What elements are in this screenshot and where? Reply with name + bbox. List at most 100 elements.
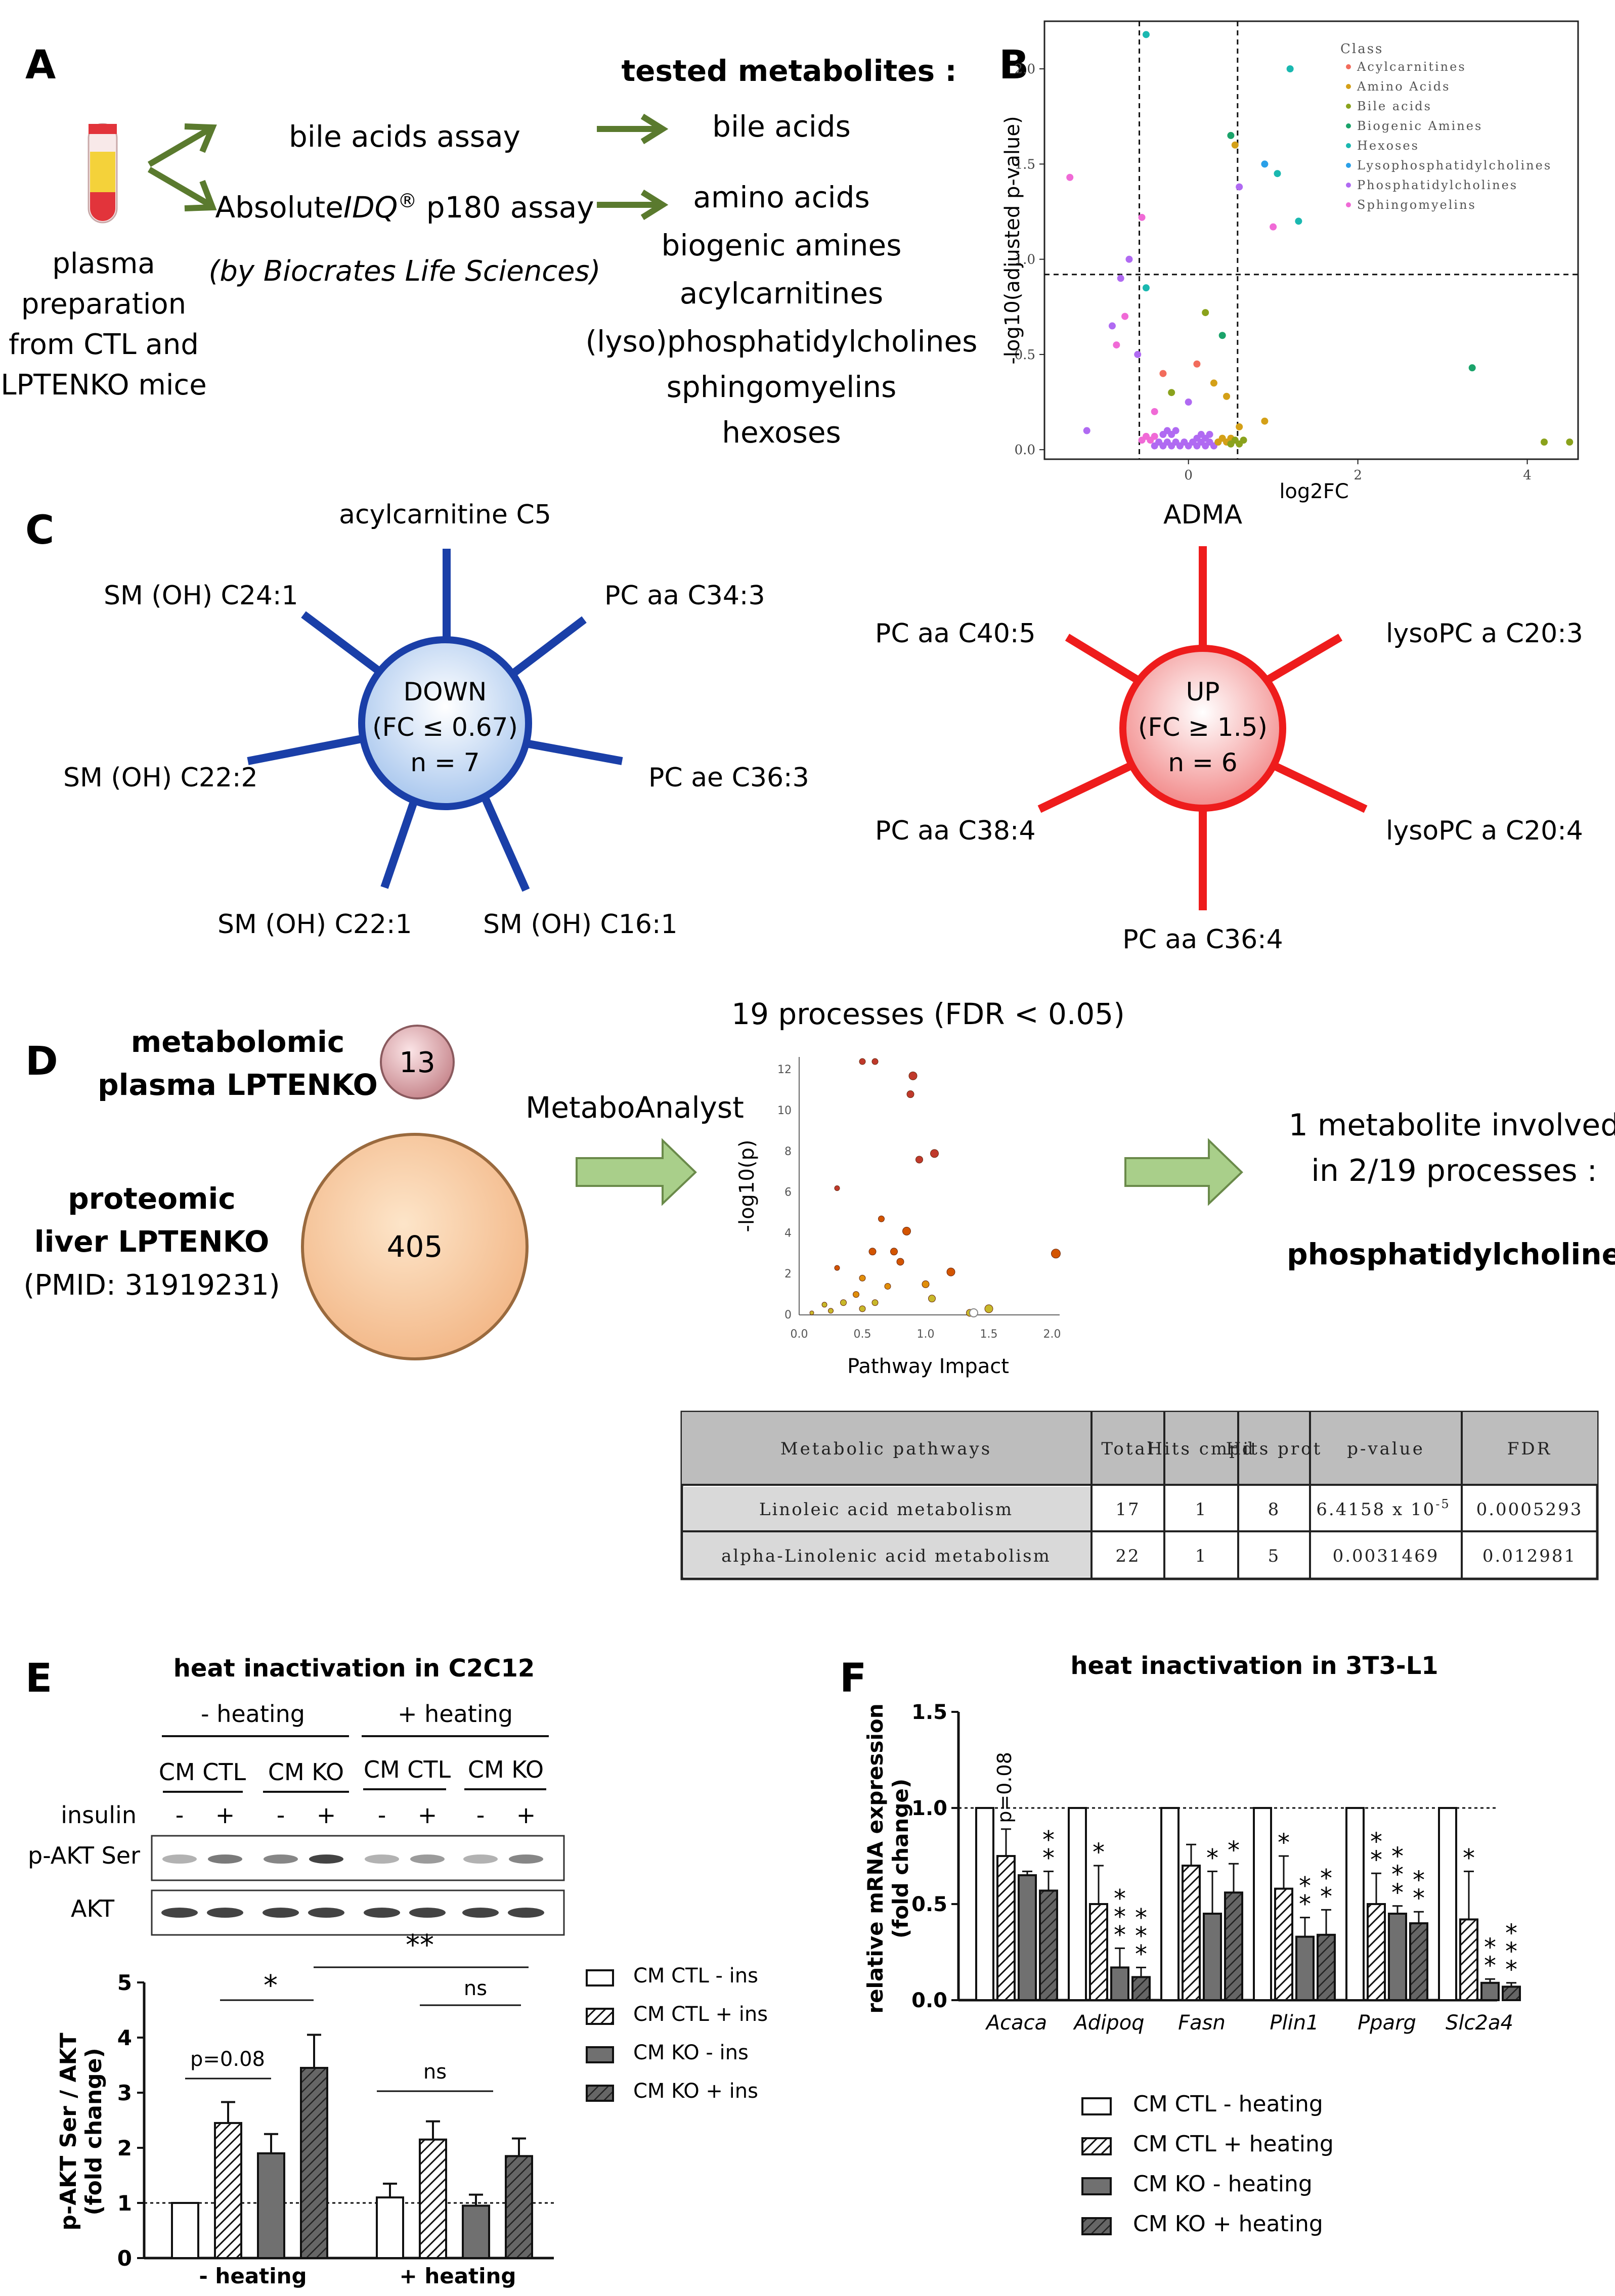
significance-star: * bbox=[1135, 1940, 1147, 1968]
panel-e-title: heat inactivation in C2C12 bbox=[173, 1654, 535, 1683]
volcano-y-label: -log10(adjusted p-value) bbox=[1001, 116, 1024, 364]
up-spokes bbox=[1037, 546, 1368, 910]
up-label: UP bbox=[1186, 677, 1220, 707]
volcano-point bbox=[1541, 438, 1548, 446]
pathway-table: Metabolic pathways Total Hits cmpd Hits … bbox=[680, 1410, 1599, 1580]
akt-bar bbox=[214, 2122, 242, 2260]
pathway-point bbox=[809, 1310, 814, 1315]
insulin-sign: + bbox=[418, 1801, 438, 1829]
volcano-point bbox=[1151, 408, 1158, 415]
akt-bar bbox=[171, 2202, 199, 2259]
significance-star: * bbox=[1413, 1866, 1425, 1894]
insulin-sign: - bbox=[176, 1801, 184, 1829]
sample-line-4: LPTENKO mice bbox=[1, 369, 206, 402]
metabolomic-title-1: metabolomic bbox=[131, 1025, 344, 1059]
panel-a-letter: A bbox=[25, 42, 56, 88]
sample-description: plasma preparation from CTL and LPTENKO … bbox=[1, 247, 206, 402]
y-tick-label: 0.5 bbox=[1015, 347, 1035, 363]
y-tick-label: 10 bbox=[777, 1105, 792, 1117]
legend-label: CM KO - heating bbox=[1133, 2171, 1313, 2197]
table-cell: 17 bbox=[1115, 1499, 1140, 1520]
y-tick-label: 1.0 bbox=[911, 1797, 947, 1820]
annotation-dstar: ** bbox=[406, 1929, 434, 1962]
table-header: FDR bbox=[1507, 1439, 1552, 1459]
significance-star: * bbox=[1391, 1842, 1404, 1871]
pathway-point bbox=[859, 1274, 866, 1282]
metabolite-item: sphingomyelins bbox=[667, 370, 897, 404]
significance-star: * bbox=[1370, 1828, 1382, 1856]
y-tick-label: 0 bbox=[117, 2246, 132, 2271]
panel-c-letter: C bbox=[25, 508, 54, 553]
pathway-point bbox=[853, 1291, 859, 1298]
pathway-point bbox=[871, 1058, 879, 1065]
legend-swatch bbox=[586, 2046, 614, 2063]
significance-star: * bbox=[1278, 1829, 1290, 1857]
y-tick-label: 2 bbox=[117, 2136, 132, 2160]
metabolomic-title-2: plasma LPTENKO bbox=[98, 1068, 378, 1102]
legend-swatch bbox=[1346, 84, 1351, 89]
down-n: n = 7 bbox=[410, 748, 479, 777]
volcano-point bbox=[1286, 65, 1294, 73]
branch-arrows bbox=[147, 113, 669, 220]
significance-star: * bbox=[1320, 1882, 1332, 1911]
volcano-point bbox=[1227, 131, 1235, 139]
table-cell: alpha-Linolenic acid metabolism bbox=[721, 1546, 1051, 1566]
significance-star: * bbox=[1114, 1884, 1126, 1913]
mrna-bar bbox=[996, 1855, 1016, 2001]
test-tube-icon bbox=[88, 123, 118, 224]
x-tick-label: 1.0 bbox=[917, 1328, 935, 1341]
x-tick-label: 0.0 bbox=[791, 1328, 808, 1341]
blot-band-akt bbox=[207, 1908, 243, 1918]
significance-star: * bbox=[1135, 1922, 1147, 1950]
blot-band-pakt bbox=[509, 1855, 543, 1864]
x-tick-label: 1.5 bbox=[980, 1328, 998, 1341]
mrna-bar bbox=[1224, 1891, 1243, 2001]
legend-label: CM KO - ins bbox=[633, 2041, 749, 2064]
mrna-bar bbox=[1131, 1976, 1151, 2001]
pathway-point bbox=[984, 1304, 993, 1313]
up-star: UP (FC ≥ 1.5) n = 6 ADMA lysoPC a C20:3 … bbox=[875, 500, 1583, 955]
significance-star: * bbox=[1391, 1879, 1404, 1907]
insulin-sign: + bbox=[516, 1801, 536, 1829]
metabolite-item: hexoses bbox=[722, 415, 841, 450]
significance-star: * bbox=[1320, 1864, 1332, 1892]
akt-x-group: - heating bbox=[199, 2264, 307, 2288]
blot-band-pakt bbox=[264, 1855, 298, 1864]
blot-cm-label: CM KO bbox=[268, 1758, 344, 1786]
volcano-x-label: log2FC bbox=[1279, 480, 1348, 503]
tested-metabolites-title: tested metabolites : bbox=[621, 54, 956, 88]
pathway-point bbox=[922, 1280, 930, 1288]
metabolite-item: amino acids bbox=[693, 180, 869, 214]
gene-label: Adipoq bbox=[1072, 2011, 1144, 2035]
volcano-point bbox=[1202, 309, 1209, 317]
down-metabolite: acylcarnitine C5 bbox=[339, 500, 551, 530]
metabolite-item: acylcarnitines bbox=[680, 276, 884, 311]
panel-f-letter: F bbox=[840, 1656, 866, 1701]
akt-bar bbox=[300, 2066, 328, 2259]
blot-label-pakt: p-AKT Ser bbox=[28, 1842, 140, 1869]
proteomic-pmid: (PMID: 31919231) bbox=[23, 1269, 280, 1302]
proteomic-title-2: liver LPTENKO bbox=[34, 1224, 270, 1259]
legend-label: Lysophosphatidylcholines bbox=[1357, 158, 1552, 172]
legend-label: Phosphatidylcholines bbox=[1357, 178, 1518, 192]
legend-label: Bile acids bbox=[1357, 99, 1432, 113]
mrna-bar bbox=[1502, 1985, 1521, 2001]
blot-band-akt bbox=[409, 1908, 446, 1918]
panel-f: F heat inactivation in 3T3-L1 relative m… bbox=[840, 1652, 1521, 2237]
block-arrow-1 bbox=[576, 1138, 697, 1206]
blot-band-akt bbox=[161, 1908, 198, 1918]
volcano-point bbox=[1117, 275, 1124, 282]
pathway-point bbox=[915, 1156, 923, 1164]
blot-band-akt bbox=[308, 1908, 344, 1918]
insulin-sign: + bbox=[215, 1801, 235, 1829]
volcano-point bbox=[1108, 322, 1116, 330]
blot-band-pakt bbox=[208, 1855, 242, 1864]
mrna-bar bbox=[1039, 1889, 1058, 2001]
down-metabolite: SM (OH) C22:1 bbox=[217, 909, 412, 940]
legend-swatch bbox=[1346, 64, 1351, 69]
metabolite-list: amino acids biogenic amines acylcarnitin… bbox=[586, 180, 978, 450]
